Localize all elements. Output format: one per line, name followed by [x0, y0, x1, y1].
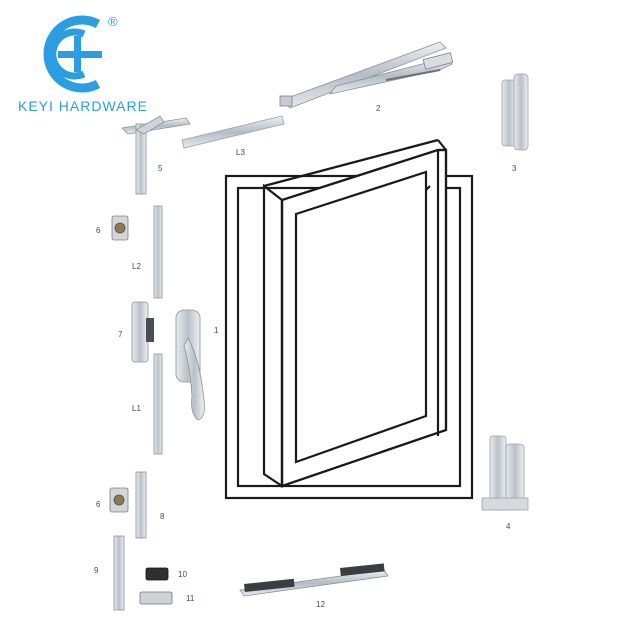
window-frame [224, 138, 474, 500]
part-label-1: 1 [214, 326, 219, 335]
friction-stay-2 [279, 41, 454, 109]
gearbox-7 [131, 301, 154, 363]
part-label-6a: 6 [96, 226, 101, 235]
part-label-3: 3 [512, 164, 517, 173]
part-label-2: 2 [376, 104, 381, 113]
part-label-6b: 6 [96, 500, 101, 509]
rod-l1 [153, 353, 163, 455]
block-10 [145, 567, 169, 581]
hinge-3 [501, 73, 529, 151]
connecting-rod-l3 [181, 115, 285, 149]
registered-mark: ® [108, 14, 118, 29]
keeper-6-top [111, 215, 129, 241]
part-label-4: 4 [506, 522, 511, 531]
part-label-11: 11 [186, 594, 195, 603]
part-label-5: 5 [158, 164, 163, 173]
restrictor-12 [239, 563, 389, 597]
lock-bar-8 [135, 471, 147, 539]
part-label-l1: L1 [132, 404, 141, 413]
keeper-6-bottom [109, 487, 129, 513]
part-label-10: 10 [178, 570, 187, 579]
hinge-4 [481, 435, 529, 511]
part-label-12: 12 [316, 600, 325, 609]
brand-name: KEYI HARDWARE [18, 98, 148, 114]
part-label-9: 9 [94, 566, 99, 575]
rod-l2 [153, 205, 163, 299]
part-label-7: 7 [118, 330, 123, 339]
corner-drive-5 [121, 115, 191, 195]
window-handle-1 [175, 309, 205, 421]
block-11 [139, 591, 173, 605]
part-label-l2: L2 [132, 262, 141, 271]
lock-bar-9 [113, 535, 125, 611]
part-label-l3: L3 [236, 148, 245, 157]
keyi-logo-icon [43, 15, 102, 93]
part-label-8: 8 [160, 512, 165, 521]
